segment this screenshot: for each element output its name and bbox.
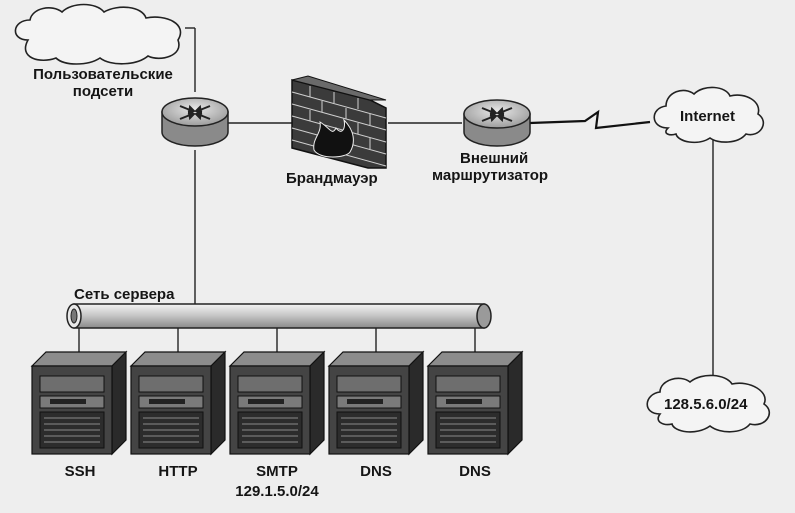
server-drop-lines [78, 328, 476, 352]
user-subnets-label: Пользовательские подсети [18, 66, 188, 100]
server-subnet-label: 129.1.5.0/24 [235, 483, 319, 500]
internet-cloud [653, 86, 764, 144]
serial-link [529, 109, 651, 130]
user-subnets-label-line1: Пользовательские [33, 66, 173, 83]
firewall-icon [291, 75, 387, 169]
external-router-label-line1: Внешний [460, 150, 529, 167]
server-network-pipe [66, 303, 492, 329]
user-subnets-label-line2: подсети [72, 83, 134, 100]
server-icon-smtp [228, 350, 326, 456]
firewall-label: Брандмауэр [286, 170, 378, 187]
server-icon-dns-2 [426, 350, 524, 456]
server-network-label: Сеть сервера [74, 286, 175, 303]
server-label-http: HTTP [158, 463, 198, 480]
external-router-icon [463, 99, 531, 147]
server-icon-http [129, 350, 227, 456]
external-subnet-cloud [646, 374, 770, 433]
internet-label: Internet [680, 108, 736, 125]
internal-router-icon [161, 97, 229, 147]
server-label-ssh: SSH [64, 463, 96, 480]
server-icon-ssh [30, 350, 128, 456]
external-subnet-label: 128.5.6.0/24 [664, 396, 748, 413]
server-label-dns-1: DNS [360, 463, 392, 480]
connection-lines [185, 27, 714, 380]
user-subnets-cloud [14, 3, 182, 65]
server-icon-dns-1 [327, 350, 425, 456]
server-label-smtp: SMTP [256, 463, 298, 480]
fire-icon [313, 118, 354, 158]
external-router-label: Внешний маршрутизатор [432, 150, 548, 184]
server-label-dns-2: DNS [459, 463, 491, 480]
external-router-label-line2: маршрутизатор [432, 167, 549, 184]
